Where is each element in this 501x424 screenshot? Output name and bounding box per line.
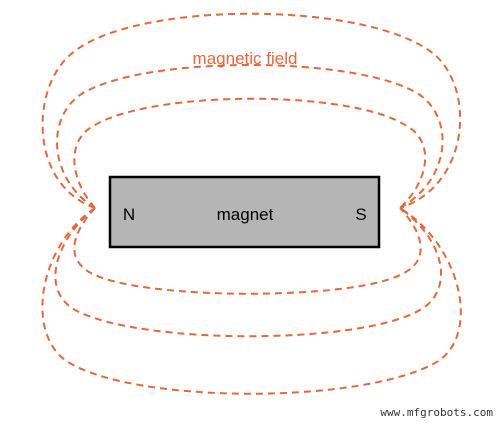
field-line-lower-middle [54,207,442,338]
magnet-label: magnet [217,205,274,224]
field-line-lower-outer [41,207,462,395]
south-pole-label: S [355,205,366,224]
field-line-upper-outer [41,12,462,209]
field-lines [41,12,462,395]
magnet-body [108,175,381,249]
magnet: N magnet S [108,175,381,249]
north-pole-label: N [123,205,135,224]
field-line-lower-inner [73,207,422,295]
field-line-upper-inner [73,97,427,209]
field-label: magnetic field [193,49,298,68]
watermark-text: www.mfgrobots.com [380,406,493,419]
field-line-upper-middle [56,64,444,209]
